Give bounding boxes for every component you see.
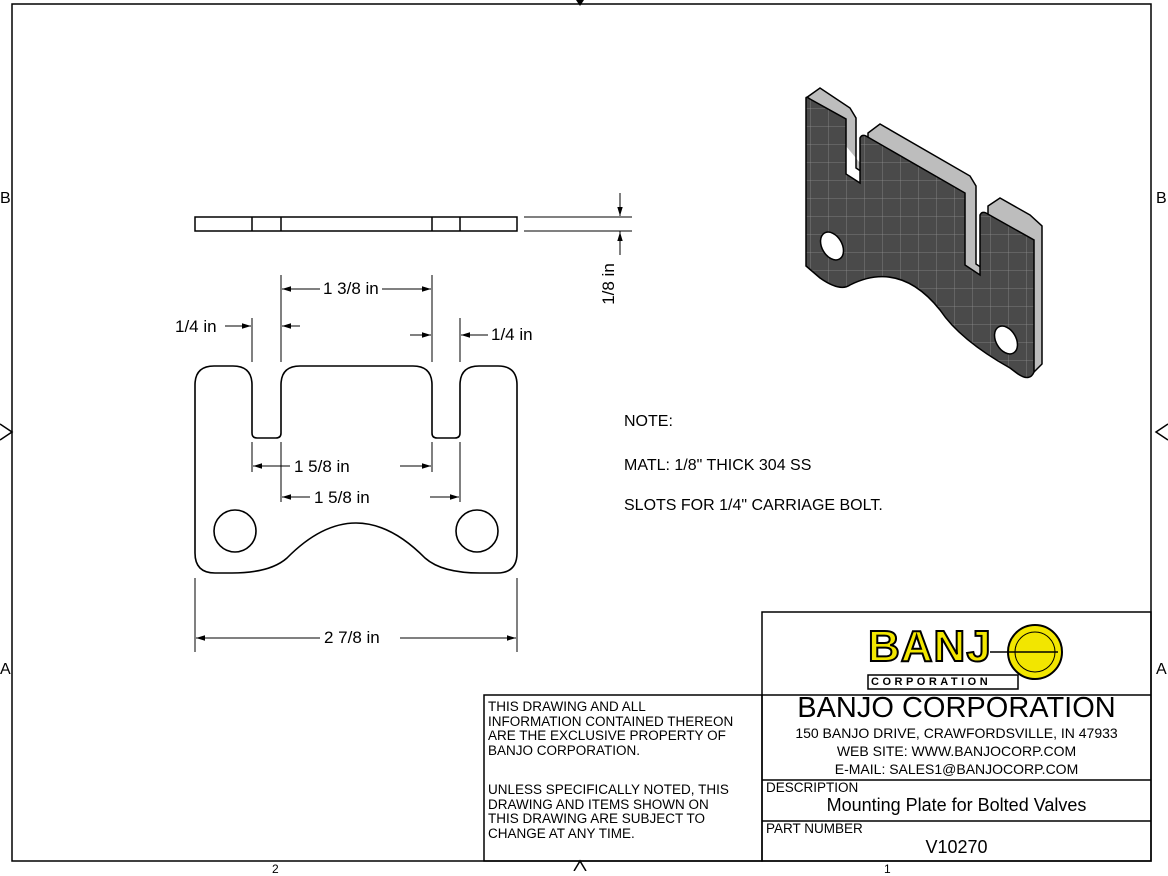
company-name: BANJO CORPORATION <box>797 692 1116 724</box>
note-heading: NOTE: <box>624 413 673 430</box>
dimension-label-slot-width: 1/4 in <box>488 325 536 345</box>
bolt-hole-left <box>213 509 257 553</box>
logo-wordmark: BANJ <box>867 621 992 672</box>
dimension-label-slot-pitch: 1 5/8 in <box>291 457 353 477</box>
proprietary-notice: THIS DRAWING AND ALL INFORMATION CONTAIN… <box>488 699 734 758</box>
description-label: DESCRIPTION <box>766 780 859 795</box>
isometric-view <box>805 87 1043 379</box>
dimension-label-slot-width: 1/4 in <box>172 317 220 337</box>
company-address: 150 BANJO DRIVE, CRAWFORDSVILLE, IN 4793… <box>795 725 1118 741</box>
part-number-label: PART NUMBER <box>766 821 863 836</box>
dimension-label-slot-spacing: 1 3/8 in <box>320 279 382 299</box>
company-website: WEB SITE: WWW.BANJOCORP.COM <box>836 743 1077 759</box>
dimension-label-slot-pitch: 1 5/8 in <box>311 488 373 508</box>
note-slots: SLOTS FOR 1/4" CARRIAGE BOLT. <box>624 497 883 514</box>
zone-label: 1 <box>884 862 891 876</box>
zone-label: B <box>1156 190 1167 207</box>
description-value: Mounting Plate for Bolted Valves <box>826 795 1087 815</box>
company-email: E-MAIL: SALES1@BANJOCORP.COM <box>834 761 1079 777</box>
thickness-dimension <box>524 193 632 255</box>
zone-label: A <box>0 661 11 678</box>
banjo-logo <box>865 622 1063 692</box>
part-number-value: V10270 <box>925 837 988 857</box>
plate-front-view <box>194 365 518 574</box>
zone-label: 2 <box>272 862 279 876</box>
center-mark-right <box>1154 423 1168 441</box>
bolt-hole-right <box>455 509 499 553</box>
change-notice: UNLESS SPECIFICALLY NOTED, THIS DRAWING … <box>488 782 729 841</box>
side-view <box>194 216 518 232</box>
dimension-label-overall-width: 2 7/8 in <box>321 628 383 648</box>
center-mark-top <box>576 0 584 6</box>
center-mark-bottom <box>573 859 587 871</box>
zone-label: A <box>1156 661 1167 678</box>
zone-label: B <box>0 190 11 207</box>
title-block-frame <box>483 611 1152 862</box>
logo-subtitle: CORPORATION <box>871 676 992 688</box>
center-mark-left <box>0 423 14 441</box>
dimension-label-thickness: 1/8 in <box>598 260 619 308</box>
note-material: MATL: 1/8" THICK 304 SS <box>624 457 812 474</box>
